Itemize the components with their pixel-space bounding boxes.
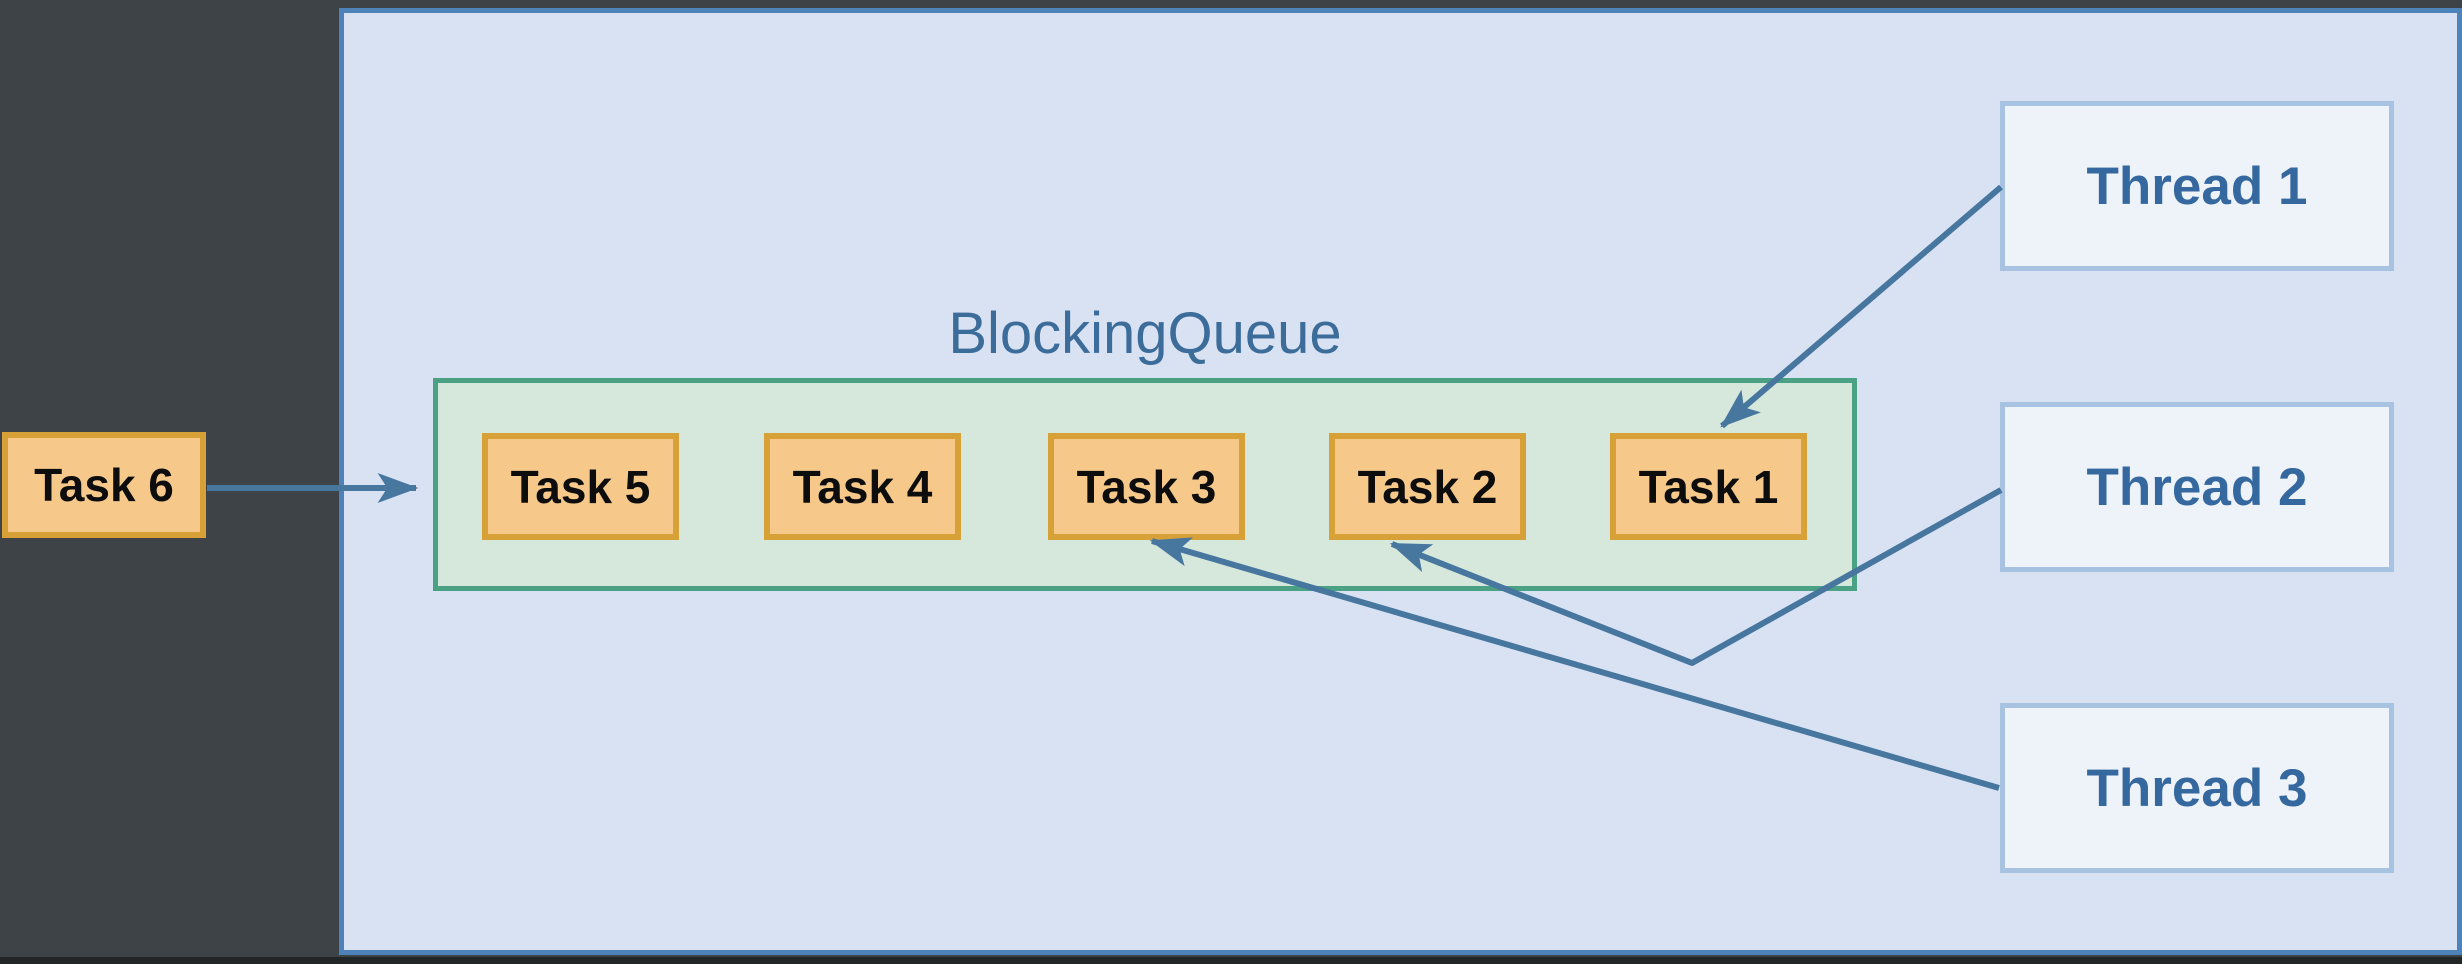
thread-label: Thread 1 [2086,156,2308,216]
thread-box-3: Thread 3 [2000,703,2394,873]
task-label: Task 6 [34,459,174,511]
task-box-5: Task 5 [482,433,679,540]
incoming-task-box: Task 6 [2,432,206,538]
task-box-2: Task 2 [1329,433,1526,540]
task-box-3: Task 3 [1048,433,1245,540]
thread-label: Thread 3 [2086,758,2308,818]
task-label: Task 5 [510,460,651,513]
task-label: Task 1 [1638,460,1779,513]
thread-label: Thread 2 [2086,457,2308,517]
thread-box-1: Thread 1 [2000,101,2394,271]
blocking-queue-title: BlockingQueue [948,301,1342,366]
thread-box-2: Thread 2 [2000,402,2394,572]
task-box-4: Task 4 [764,433,961,540]
task-box-1: Task 1 [1610,433,1807,540]
letterbox-strip [0,957,2462,964]
task-label: Task 4 [792,460,933,513]
task-label: Task 2 [1357,460,1498,513]
task-label: Task 3 [1076,460,1217,513]
